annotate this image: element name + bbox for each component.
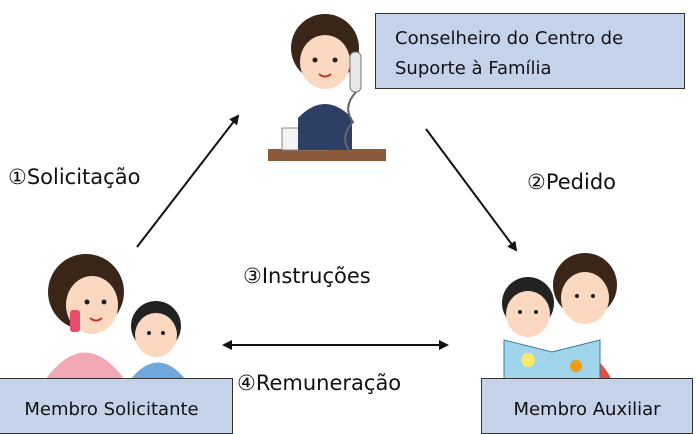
helper-box: Membro Auxiliar	[481, 378, 693, 434]
counselor-label-line2: Suporte à Família	[395, 58, 552, 79]
arrow-request	[136, 114, 240, 248]
requester-box: Membro Solicitante	[0, 378, 233, 434]
edge-label-instructions: ③Instruções	[243, 264, 371, 288]
edge-label-request: ①Solicitação	[8, 165, 141, 189]
counselor-box: Conselheiro do Centro de Suporte à Famíl…	[375, 13, 685, 89]
helper-label: Membro Auxiliar	[513, 399, 661, 420]
counselor-label-line1: Conselheiro do Centro de	[395, 28, 624, 49]
edge-label-remuneration: ④Remuneração	[237, 371, 402, 395]
helper-illustration	[502, 253, 617, 393]
requester-illustration	[45, 254, 186, 380]
counselor-illustration	[268, 14, 386, 161]
edge-label-order: ②Pedido	[527, 170, 617, 194]
arrow-order	[425, 128, 518, 252]
requester-label: Membro Solicitante	[24, 399, 199, 420]
